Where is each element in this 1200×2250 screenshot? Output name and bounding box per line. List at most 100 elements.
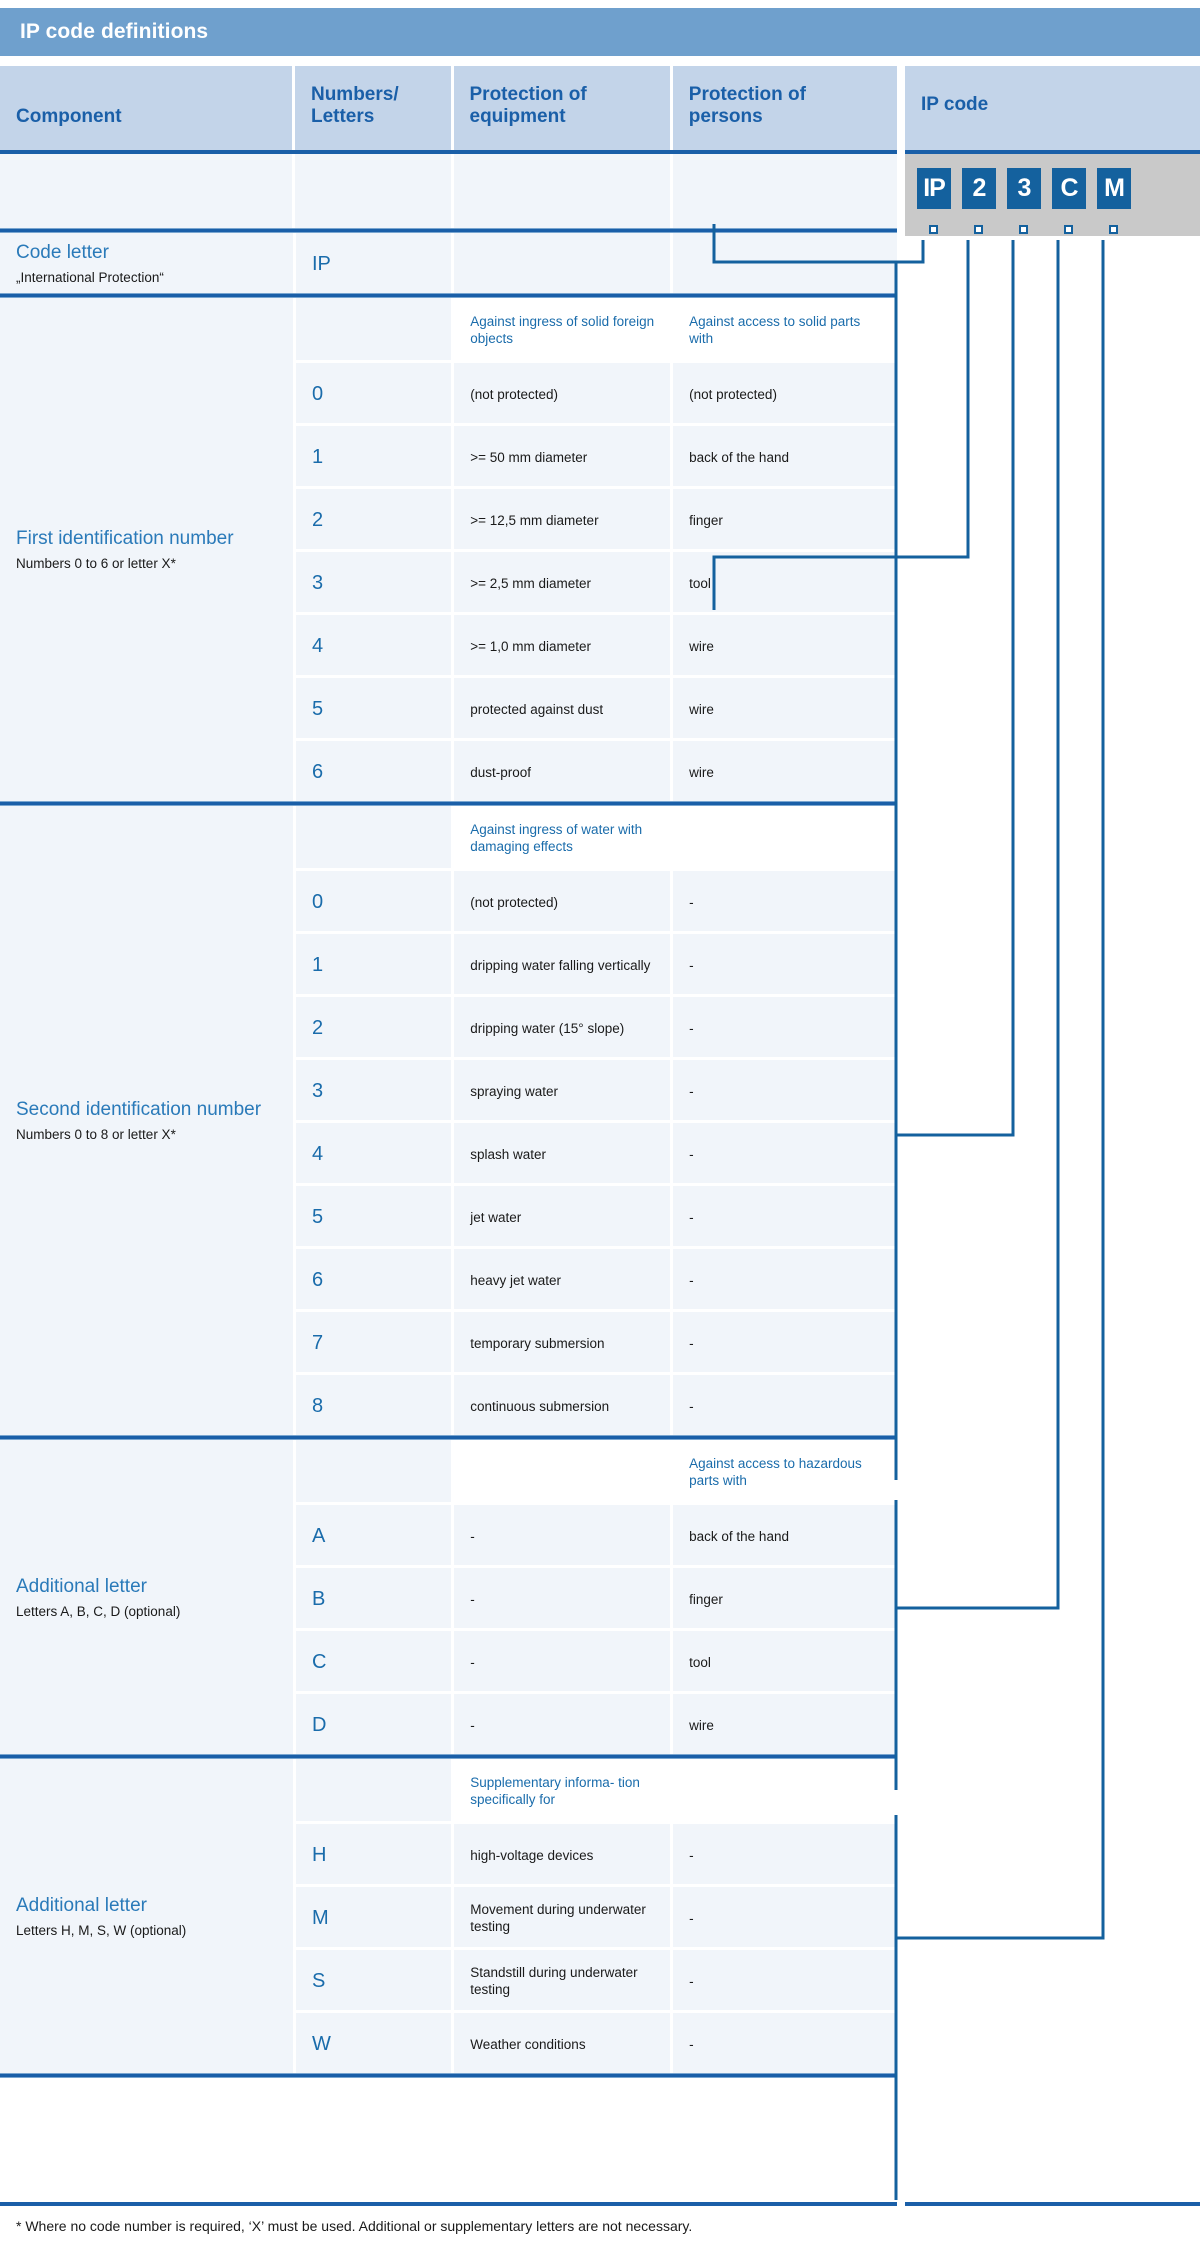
cell-equipment-text: >= 2,5 mm diameter <box>470 575 592 591</box>
cell-equipment: Weather conditions <box>454 2013 671 2073</box>
cell-persons: - <box>673 997 897 1057</box>
subhead-row: Supplementary informa- tion specifically… <box>296 1759 897 1821</box>
subhead-cell-key <box>296 298 452 360</box>
cell-equipment-text: protected against dust <box>470 701 604 717</box>
column-header-numbers-letters-label: Numbers/ Letters <box>310 84 399 127</box>
cell-equipment: dust-proof <box>454 741 671 801</box>
column-header-numbers-letters: Numbers/ Letters <box>294 66 451 150</box>
section-label-first-identification-number: First identification number <box>16 528 234 549</box>
connector-line-c <box>896 240 1060 1610</box>
cell-persons: back of the hand <box>673 426 897 486</box>
cell-key: 0 <box>296 871 452 931</box>
cell-persons: - <box>673 1824 897 1884</box>
spacer-cell-numbers <box>294 154 451 228</box>
cell-persons: wire <box>673 1694 897 1754</box>
cell-equipment-text: - <box>470 1654 475 1670</box>
cell-persons-text: wire <box>689 764 714 780</box>
section-rows-second-identification-number: Against ingress of water with damaging e… <box>296 806 897 1435</box>
section-rows-code-letter: IP <box>296 233 897 293</box>
cell-key: 5 <box>296 1186 452 1246</box>
cell-persons: (not protected) <box>673 363 897 423</box>
cell-equipment: continuous submersion <box>454 1375 671 1435</box>
cell-key: A <box>296 1505 452 1565</box>
cell-equipment: - <box>454 1631 671 1691</box>
cell-key: IP <box>296 233 452 293</box>
cell-persons-text: tool <box>689 1654 711 1670</box>
section-label-additional-letter-abcd: Additional letter <box>16 1575 147 1597</box>
section-sublabel-second-identification-number: Numbers 0 to 8 or letter X* <box>16 1127 176 1142</box>
cell-equipment-text: dust-proof <box>470 764 532 780</box>
cell-persons-text: - <box>689 1209 694 1225</box>
cell-key-text: 0 <box>312 383 324 405</box>
subhead-cell-equipment-text: Against ingress of water with damaging e… <box>470 822 643 854</box>
cell-key-text: 7 <box>312 1332 324 1354</box>
cell-equipment-text: dripping water (15° slope) <box>470 1020 625 1036</box>
cell-key: 7 <box>296 1312 452 1372</box>
connector-line-3 <box>896 240 1015 1137</box>
cell-key: 1 <box>296 426 452 486</box>
subhead-cell-persons: Against access to hazardous parts with <box>673 1440 897 1502</box>
footer-rule-left <box>0 2202 897 2206</box>
cell-equipment: - <box>454 1568 671 1628</box>
cell-persons: wire <box>673 615 897 675</box>
cell-equipment: >= 1,0 mm diameter <box>454 615 671 675</box>
table-row: 2 dripping water (15° slope) - <box>296 997 897 1057</box>
cell-equipment-text: high-voltage devices <box>470 1847 594 1863</box>
cell-key: H <box>296 1824 452 1884</box>
cell-key-text: W <box>312 2033 331 2055</box>
cell-key: B <box>296 1568 452 1628</box>
subhead-row: Against ingress of solid foreign objects… <box>296 298 897 360</box>
cell-persons: - <box>673 1950 897 2010</box>
cell-key-text: M <box>312 1907 329 1929</box>
cell-equipment-text: Standstill during underwater testing <box>470 1965 638 1997</box>
cell-key: W <box>296 2013 452 2073</box>
cell-equipment-text: (not protected) <box>470 386 559 402</box>
cell-key: 4 <box>296 615 452 675</box>
cell-persons: - <box>673 1375 897 1435</box>
row-gap <box>296 868 897 871</box>
cell-key: 1 <box>296 934 452 994</box>
cell-equipment-text: jet water <box>470 1209 522 1225</box>
cell-key-text: H <box>312 1844 327 1866</box>
cell-equipment: high-voltage devices <box>454 1824 671 1884</box>
table-row: B-finger <box>296 1568 897 1628</box>
cell-persons: finger <box>673 1568 897 1628</box>
table-row: D-wire <box>296 1694 897 1754</box>
subhead-cell-persons <box>673 1759 897 1821</box>
table-row: 0(not protected)- <box>296 871 897 931</box>
cell-persons-text: wire <box>689 701 714 717</box>
cell-persons-text: - <box>689 1910 694 1926</box>
cell-equipment-text: spraying water <box>470 1083 559 1099</box>
footer-rule-right <box>905 2202 1200 2206</box>
cell-key-text: S <box>312 1970 326 1992</box>
ip-code-badge-pin-c <box>1064 225 1073 234</box>
cell-persons-text: - <box>689 1398 694 1414</box>
cell-persons: tool <box>673 1631 897 1691</box>
row-gap <box>296 1183 897 1186</box>
cell-equipment: jet water <box>454 1186 671 1246</box>
cell-key-text: 2 <box>312 1017 324 1039</box>
column-header-component-label: Component <box>16 106 122 127</box>
cell-key-text: 3 <box>312 572 324 594</box>
column-header-protection-persons: Protection of persons <box>672 66 897 150</box>
subhead-cell-key <box>296 1759 452 1821</box>
subhead-cell-equipment-text: Against ingress of solid foreign objects <box>470 314 655 346</box>
row-gap <box>296 423 897 426</box>
row-gap <box>296 360 897 363</box>
cell-persons: - <box>673 871 897 931</box>
row-gap <box>296 1372 897 1375</box>
subhead-cell-equipment: Against ingress of water with damaging e… <box>454 806 671 868</box>
section-divider <box>0 228 897 233</box>
section-label-cell-code-letter: Code letter„International Protection“ <box>0 233 293 293</box>
section-label-additional-letter-hmsw: Additional letter <box>16 1894 147 1916</box>
spacer-cell-persons <box>672 154 897 228</box>
cell-persons <box>673 233 897 293</box>
cell-equipment: dripping water (15° slope) <box>454 997 671 1057</box>
